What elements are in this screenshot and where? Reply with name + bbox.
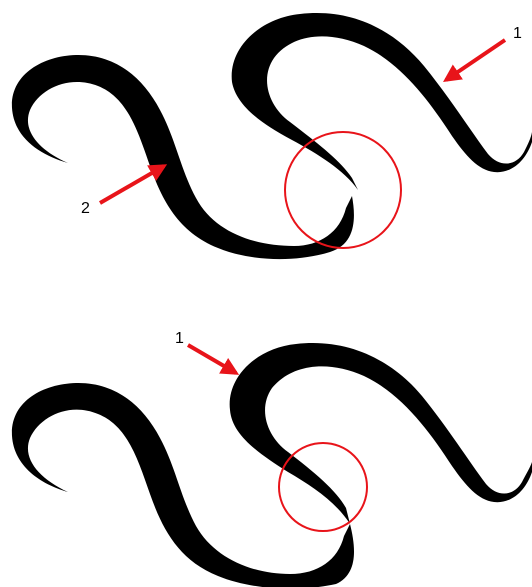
top-label-1: 1 <box>513 25 522 42</box>
bottom-stroke-right <box>230 343 532 524</box>
top-stroke-2 <box>12 55 354 259</box>
top-arrow-2 <box>100 166 164 203</box>
top-panel: 1 2 <box>12 13 532 259</box>
top-arrow-1 <box>446 40 505 80</box>
bottom-label-1: 1 <box>175 330 184 347</box>
bottom-arrow-1 <box>188 345 236 373</box>
top-label-2: 2 <box>81 200 90 217</box>
bottom-panel: 1 <box>12 330 532 587</box>
top-stroke-1 <box>232 13 532 190</box>
bottom-stroke-left <box>12 383 354 587</box>
